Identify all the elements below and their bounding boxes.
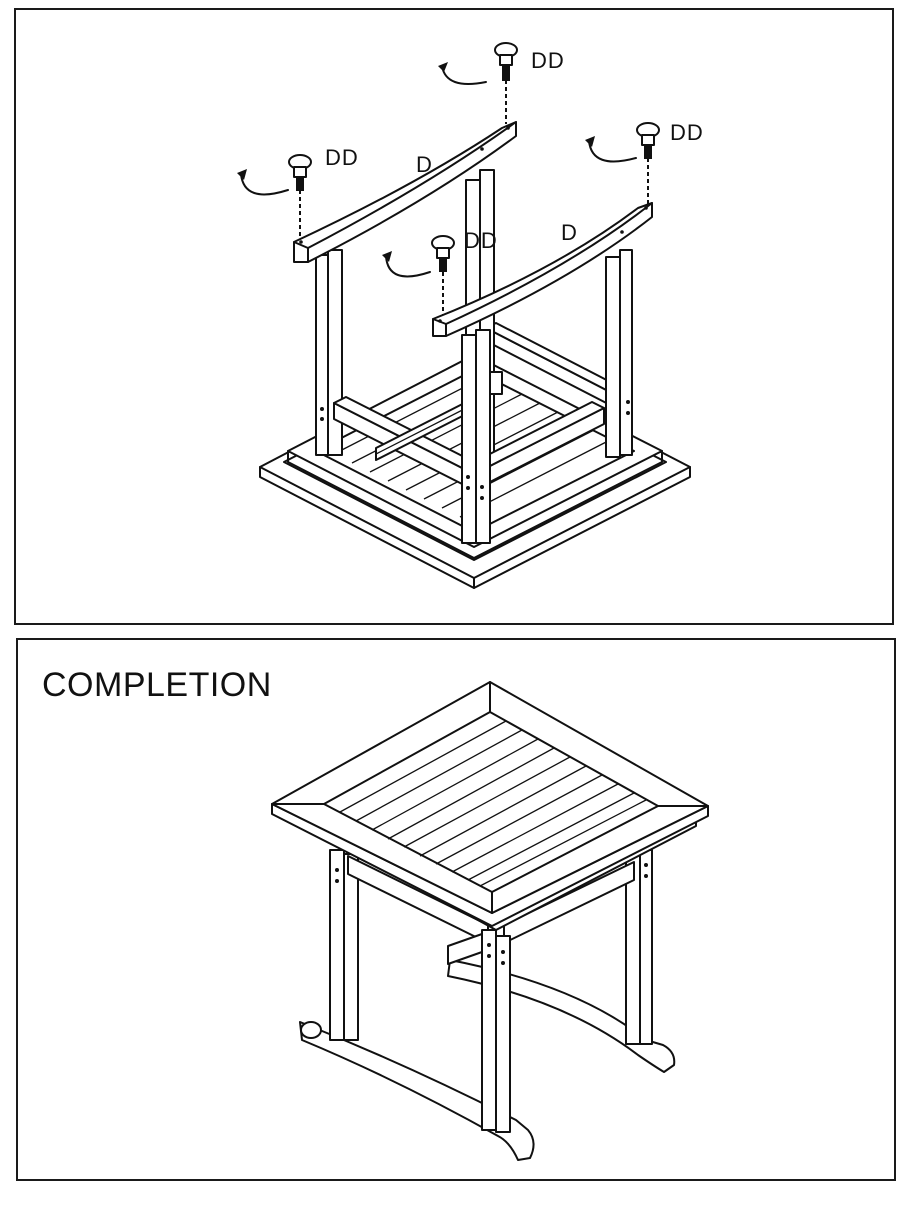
assembly-step-illustration: DD DD DD DD D D [16,10,892,623]
screw-dd-4 [382,236,454,315]
label-screw-dd-2: DD [325,145,359,170]
completed-table-illustration [18,640,894,1179]
assembly-step-panel: DD DD DD DD D D [14,8,894,625]
label-arm-d-right: D [561,220,578,245]
screw-dd-2 [237,155,311,238]
screw-dd-1 [438,43,517,124]
label-arm-d-left: D [416,152,433,177]
screw-dd-3 [585,123,659,206]
label-screw-dd-4: DD [464,228,498,253]
label-screw-dd-1: DD [531,48,565,73]
completion-panel: COMPLETION [16,638,896,1181]
label-screw-dd-3: DD [670,120,704,145]
